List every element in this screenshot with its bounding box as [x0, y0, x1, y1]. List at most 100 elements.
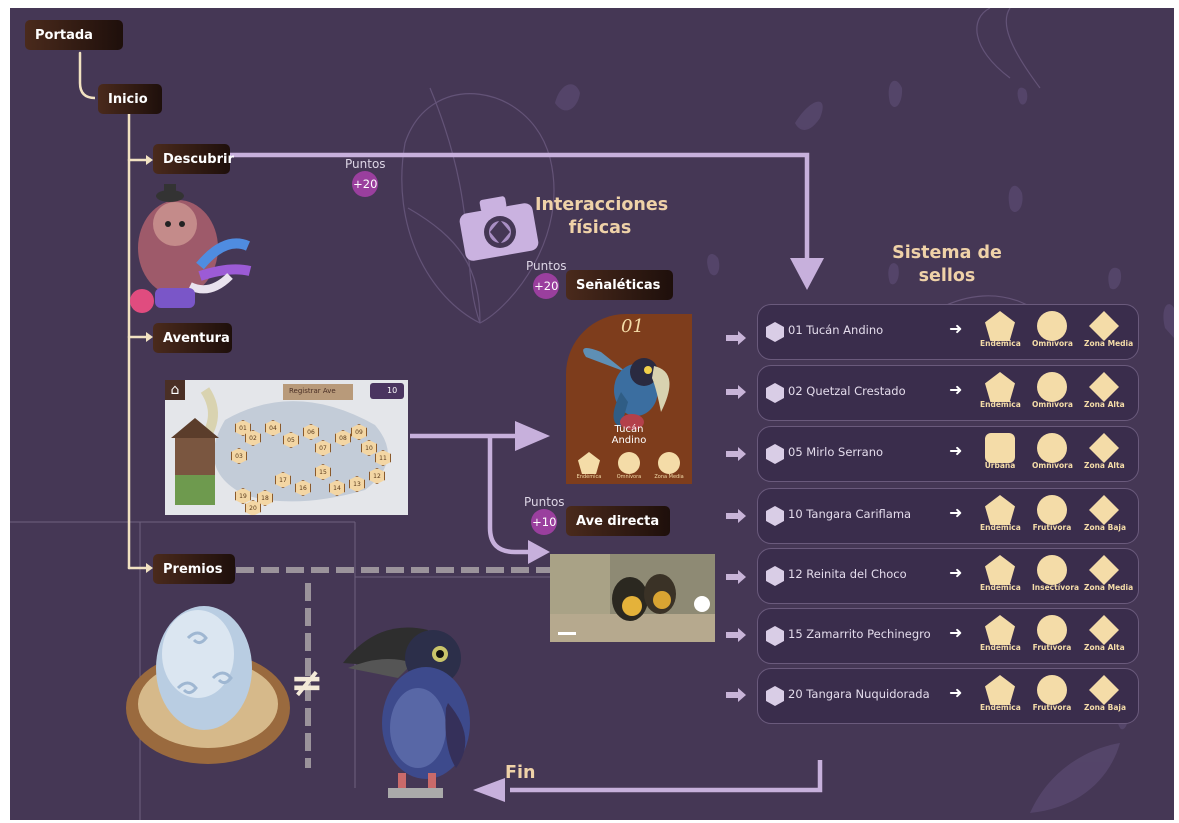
- stamp-label: Insectívora: [1032, 583, 1080, 592]
- arrow-icon: ➜: [949, 563, 963, 582]
- bird-row[interactable]: 01 Tucán Andino ➜ Endémica Omnívora Zona Med…: [757, 304, 1139, 360]
- stamp: Endémica: [980, 311, 1021, 348]
- zona-baja-stamp-icon: [1089, 675, 1119, 705]
- node-portada: Portada: [25, 20, 123, 50]
- orangutan-illustration: [130, 184, 252, 313]
- stamp-label: Zona Baja: [1084, 703, 1127, 712]
- plush-toucan-illustration: [343, 627, 470, 798]
- map-level-node[interactable]: 08: [335, 430, 351, 446]
- points-ave-directa: Puntos +10: [524, 495, 565, 535]
- points-senaleticas: Puntos +20: [526, 259, 567, 299]
- map-level-node[interactable]: 05: [283, 432, 299, 448]
- map-level-node[interactable]: 20: [245, 500, 261, 515]
- map-level-node[interactable]: 01: [235, 420, 251, 436]
- zona-alta-stamp-icon: [1089, 433, 1119, 463]
- map-level-node[interactable]: 11: [375, 450, 391, 466]
- stamp-label: Frutívora: [1032, 703, 1072, 712]
- zona-alta-stamp-icon: [1089, 615, 1119, 645]
- bird-name: 02 Quetzal Crestado: [788, 384, 906, 398]
- stamp-label: Omnívora: [1032, 400, 1073, 409]
- map-level-node[interactable]: 12: [369, 468, 385, 484]
- hexagon-icon: [766, 626, 784, 646]
- node-premios: Premios: [153, 554, 235, 584]
- stamp-label: Omnívora: [1032, 461, 1073, 470]
- hexagon-icon: [766, 322, 784, 342]
- bird-name: 01 Tucán Andino: [788, 323, 884, 337]
- card-name-line: Andino: [611, 435, 647, 446]
- end-mica-stamp-icon: [985, 311, 1015, 341]
- stamp-label: Endémica: [980, 339, 1021, 348]
- urbana-stamp-icon: [985, 433, 1015, 463]
- map-level-node[interactable]: 17: [275, 472, 291, 488]
- card-stamp: Endémica: [572, 452, 606, 480]
- stamp: Zona Baja: [1084, 495, 1126, 532]
- stamp-label: Zona Alta: [1084, 400, 1125, 409]
- map-level-node[interactable]: 16: [295, 480, 311, 496]
- arrow-icon: ➜: [949, 623, 963, 642]
- map-level-node[interactable]: 13: [349, 476, 365, 492]
- stamp-label: Urbana: [984, 461, 1016, 470]
- card-stamp-label: Zona Media: [654, 474, 684, 480]
- stamp: Zona Baja: [1084, 675, 1127, 712]
- omn-vora-stamp-icon: [1037, 433, 1067, 463]
- map-level-node[interactable]: 06: [303, 424, 319, 440]
- stamp-label: Frutívora: [1032, 523, 1072, 532]
- map-level-node[interactable]: 03: [231, 448, 247, 464]
- node-ave-directa: Ave directa: [566, 506, 670, 536]
- stamp-label: Endémica: [980, 583, 1021, 592]
- end-mica-stamp-icon: [985, 555, 1015, 585]
- bird-row[interactable]: 15 Zamarrito Pechinegro ➜ Endémica Frutívor…: [757, 608, 1139, 664]
- map-level-node[interactable]: 15: [315, 464, 331, 480]
- stamp: Omnívora: [1032, 372, 1073, 409]
- map-level-node[interactable]: 04: [265, 420, 281, 436]
- bird-name: 15 Zamarrito Pechinegro: [788, 627, 931, 641]
- map-level-node[interactable]: 18: [257, 490, 273, 506]
- map-level-node[interactable]: 07: [315, 440, 331, 456]
- hexagon-icon: [766, 383, 784, 403]
- points-label: Puntos: [345, 157, 386, 171]
- diagram-canvas: Portada Inicio Descubrir Aventura Premio…: [10, 8, 1174, 820]
- stamp: Omnívora: [1032, 311, 1073, 348]
- frut-vora-stamp-icon: [1037, 495, 1067, 525]
- map-level-node[interactable]: 10: [361, 440, 377, 456]
- card-stamp-label: Endémica: [576, 474, 602, 480]
- node-descubrir: Descubrir: [153, 144, 234, 174]
- arrow-icon: ➜: [949, 319, 963, 338]
- stamp-icon: [578, 452, 600, 474]
- stamp: Endémica: [980, 555, 1021, 592]
- card-stamp: Zona Media: [652, 452, 686, 480]
- egg-nest-illustration: [126, 606, 290, 764]
- stamp-label: Endémica: [980, 643, 1021, 652]
- heading-sistema-sellos: Sistema de sellos: [880, 242, 1014, 288]
- stamp: Zona Media: [1084, 555, 1133, 592]
- heading-fin: Fin: [505, 763, 536, 783]
- points-badge: +10: [531, 509, 558, 535]
- map-level-node[interactable]: 02: [245, 430, 261, 446]
- stamp-icon: [618, 452, 640, 474]
- end-mica-stamp-icon: [985, 675, 1015, 705]
- register-bird-label: Registrar Ave: [289, 387, 336, 395]
- card-number: 01: [621, 316, 644, 337]
- bird-photo-drawing: [550, 554, 715, 642]
- bird-photo: [550, 554, 715, 642]
- map-level-node[interactable]: 09: [351, 424, 367, 440]
- stamp-label: Omnívora: [1032, 339, 1073, 348]
- stamp-label: Frutívora: [1032, 643, 1072, 652]
- stamp-label: Zona Alta: [1084, 643, 1125, 652]
- stamp: Zona Media: [1084, 311, 1133, 348]
- stamp: Insectívora: [1032, 555, 1080, 592]
- background-leaves: [10, 8, 1174, 820]
- omn-vora-stamp-icon: [1037, 311, 1067, 341]
- stamp: Endémica: [980, 372, 1021, 409]
- map-level-node[interactable]: 19: [235, 488, 251, 504]
- insect-vora-stamp-icon: [1037, 555, 1067, 585]
- heading-line: físicas: [568, 218, 632, 238]
- map-level-node[interactable]: 14: [329, 480, 345, 496]
- stamp: Frutívora: [1032, 675, 1072, 712]
